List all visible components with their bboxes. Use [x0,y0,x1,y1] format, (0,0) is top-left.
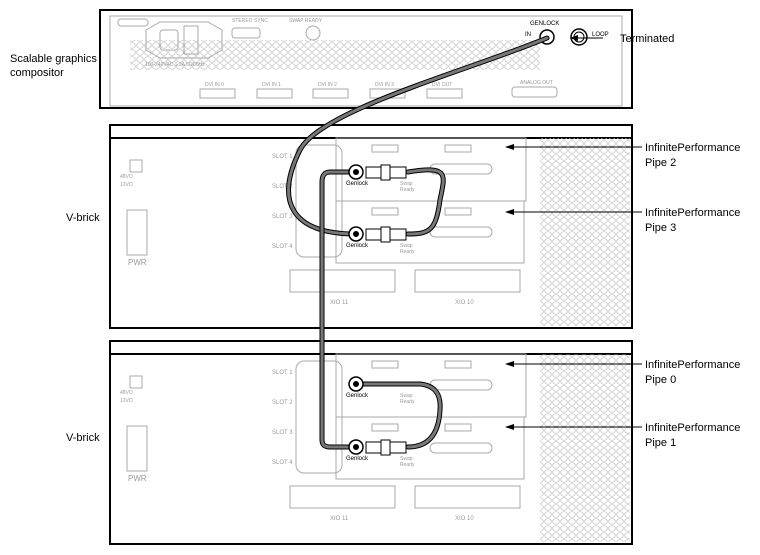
swap-ready-connector [365,164,407,181]
volt-12-label: 12VO [120,182,133,188]
swap-label: Swap [400,243,413,249]
swap-ready-connector [365,226,407,243]
slot-4-label: SLOT 4 [272,460,293,466]
genlock-label: Genlock [346,243,369,249]
genlock-label: GENLOCK [530,21,559,27]
bnc-connectors: Genlock Genlock Genlock Genlock Swap Rea… [346,164,415,468]
xio-11-label: XIO 11 [330,300,349,306]
compositor-unit: STEREO SYNC SWAP READY 100-240VAC 1.2A 5… [99,9,633,109]
pwr-connector [126,425,148,472]
compositor-label: Scalable graphics [10,53,97,65]
pipe-3-label-2: Pipe 3 [645,222,676,234]
vent-grille [540,354,630,542]
pipe-3-label: InfinitePerformance [645,207,740,219]
xio-11-label: XIO 11 [330,516,349,522]
pwr-label: PWR [128,474,147,483]
genlock-loop-label: LOOP [592,32,609,38]
genlock-connector [348,376,364,392]
vent-grille [540,138,630,326]
genlock-label: Genlock [346,456,369,462]
swap-ready-label: SWAP READY [289,18,323,24]
slot-3-label: SLOT 3 [272,214,293,220]
swap-ready-connector [365,439,407,456]
swap-label: Swap [400,393,413,399]
dvi-in-0-label: DVI IN 0 [205,82,224,88]
power-rating-label: 100-240VAC 1.2A 50/60Hz [145,62,205,68]
genlock-label: Genlock [346,393,369,399]
slot-1-label: SLOT 1 [272,370,293,376]
volt-48-label: 48VO [120,390,133,396]
genlock-connector [348,164,364,180]
pipe-0-label-2: Pipe 0 [645,374,676,386]
stereo-sync-label: STEREO SYNC [232,18,268,24]
xio-10-label: XIO 10 [455,516,474,522]
pipe-1-label: InfinitePerformance [645,422,740,434]
ready-label: Ready [400,187,415,193]
ready-label: Ready [400,249,415,255]
genlock-connector [348,226,364,242]
slot-4-label: SLOT 4 [272,244,293,250]
analog-out-label: ANALOG OUT [520,80,553,86]
pipe-0-label: InfinitePerformance [645,359,740,371]
genlock-connector [348,439,364,455]
pipe-1-label-2: Pipe 1 [645,437,676,449]
pwr-connector [126,209,148,256]
vbrick-1-label: V-brick [66,212,100,224]
xio-11-port [289,485,396,509]
dvi-out-label: DVI OUT [432,82,452,88]
slot-3-label: SLOT 3 [272,430,293,436]
slot-2-label: SLOT 2 [272,184,293,190]
dvi-in-3-label: DVI IN 3 [375,82,394,88]
xio-10-port [414,269,521,293]
volt-12-label: 12VO [120,398,133,404]
pwr-label: PWR [128,258,147,267]
genlock-loop-connector [570,28,588,46]
dvi-in-2-label: DVI IN 2 [318,82,337,88]
vbrick-2-label: V-brick [66,432,100,444]
pipe-callouts: InfinitePerformance Pipe 2 InfinitePerfo… [505,142,740,449]
swap-label: Swap [400,181,413,187]
ready-label: Ready [400,462,415,468]
compositor-label-2: compositor [10,67,64,79]
ready-label: Ready [400,399,415,405]
slot-2-label: SLOT 2 [272,400,293,406]
xio-11-port [289,269,396,293]
xio-10-port [414,485,521,509]
volt-48-label: 48VO [120,174,133,180]
slot-1-label: SLOT 1 [272,154,293,160]
xio-10-label: XIO 10 [455,300,474,306]
pipe-2-label: InfinitePerformance [645,142,740,154]
swap-label: Swap [400,456,413,462]
dvi-in-1-label: DVI IN 1 [262,82,281,88]
genlock-in-label: IN [525,32,531,38]
pipe-2-label-2: Pipe 2 [645,157,676,169]
terminated-label: Terminated [620,33,674,45]
genlock-cables [286,35,550,450]
vbrick-1: 48VO 12VO PWR SLOT 1 SLOT 2 SLOT 3 SLOT … [109,124,633,329]
genlock-label: Genlock [346,181,369,187]
